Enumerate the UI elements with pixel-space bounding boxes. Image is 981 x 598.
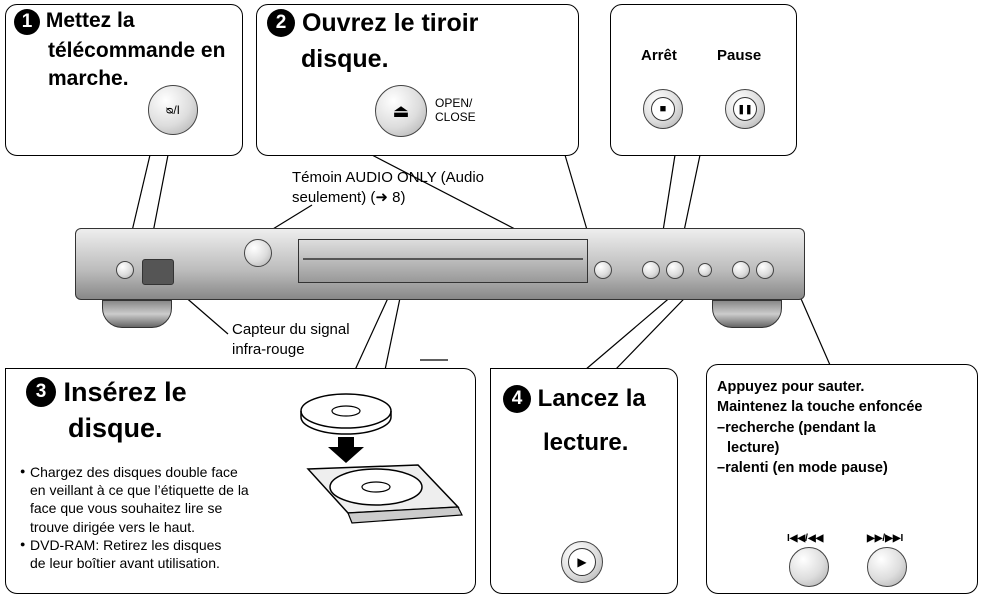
- audio-only-caption-line2: seulement) (➜ 8): [292, 188, 406, 206]
- step2-number: 2: [267, 9, 295, 37]
- disc-tray-slot: [298, 239, 588, 283]
- bullet-dvd-ram: DVD-RAM: Retirez les disques de leur boî…: [20, 536, 300, 572]
- player-foot-right: [712, 300, 782, 328]
- remote-power-button[interactable]: ᴓ/I: [148, 85, 198, 135]
- remote-stop-button[interactable]: ■: [643, 89, 683, 129]
- pause-label: Pause: [717, 47, 762, 64]
- disc-insert-illustration: [300, 393, 463, 524]
- skip-line3: –recherche (pendant la: [717, 419, 876, 436]
- open-close-button-unit[interactable]: [594, 261, 612, 279]
- skip-next-icon: ▶▶/▶▶I: [867, 533, 904, 544]
- power-button-unit[interactable]: [116, 261, 134, 279]
- step3-number: 3: [26, 377, 56, 407]
- stop-label: Arrêt: [641, 47, 677, 64]
- skip-prev-button-unit[interactable]: [732, 261, 750, 279]
- stop-pause-panel: Arrêt Pause ■ ❚❚: [610, 4, 797, 156]
- power-icon: ᴓ/I: [166, 103, 180, 117]
- stop-icon: ■: [659, 103, 667, 115]
- ir-sensor-caption-line1: Capteur du signal: [232, 321, 350, 338]
- step1-panel: 1 Mettez la télécommande en marche. ᴓ/I: [5, 4, 243, 156]
- step1-title-line3: marche.: [48, 67, 129, 90]
- step4-title-line1: Lancez la: [537, 385, 646, 412]
- stop-button-unit[interactable]: [642, 261, 660, 279]
- remote-skip-prev-button[interactable]: [789, 547, 829, 587]
- step4-panel: 4 Lancez la lecture. ▶: [490, 368, 678, 594]
- close-label: CLOSE: [435, 109, 476, 124]
- step3-panel: 3 Insérez le disque. Chargez des disques…: [5, 368, 476, 594]
- remote-skip-next-button[interactable]: [867, 547, 907, 587]
- skip-line1: Appuyez pour sauter.: [717, 379, 865, 395]
- skip-prev-icon: I◀◀/◀◀: [787, 533, 824, 544]
- open-label: OPEN/: [435, 96, 473, 110]
- ir-sensor: [142, 259, 174, 285]
- eject-icon: ⏏: [392, 100, 410, 121]
- step3-title-line2: disque.: [68, 413, 163, 443]
- remote-play-button[interactable]: ▶: [561, 541, 603, 583]
- step1-title-line2: télécommande en: [48, 39, 226, 62]
- player-foot-left: [102, 300, 172, 328]
- step4-number: 4: [503, 385, 531, 413]
- step3-title-line1: Insérez le: [63, 377, 187, 407]
- step2-panel: 2 Ouvrez le tiroir disque. ⏏ OPEN/ CLOSE: [256, 4, 579, 156]
- step1-number: 1: [14, 9, 40, 35]
- pause-icon: ❚❚: [737, 103, 753, 114]
- remote-pause-button[interactable]: ❚❚: [725, 89, 765, 129]
- step1-title-line1: Mettez la: [45, 9, 135, 32]
- skip-line5: –ralenti (en mode pause): [717, 460, 888, 477]
- skip-line2: Maintenez la touche enfoncée: [717, 399, 923, 416]
- remote-open-close-button[interactable]: ⏏: [375, 85, 427, 137]
- audio-only-caption-line1: Témoin AUDIO ONLY (Audio: [292, 169, 485, 186]
- skip-panel: Appuyez pour sauter. Maintenez la touche…: [706, 364, 978, 594]
- step2-title-line2: disque.: [301, 45, 389, 73]
- audio-only-indicator: [244, 239, 272, 267]
- skip-next-button-unit[interactable]: [756, 261, 774, 279]
- dvd-player: [75, 228, 805, 300]
- bullet-double-sided: Chargez des disques double face en veill…: [20, 463, 300, 536]
- play-icon: ▶: [577, 555, 587, 569]
- ir-sensor-caption-line2: infra-rouge: [232, 340, 305, 358]
- skip-line4: lecture): [727, 439, 780, 456]
- step2-title-line1: Ouvrez le tiroir: [301, 9, 479, 37]
- insert-arrow-icon: [328, 437, 364, 463]
- play-button-unit[interactable]: [698, 263, 712, 277]
- step4-title-line2: lecture.: [543, 429, 629, 456]
- pause-button-unit[interactable]: [666, 261, 684, 279]
